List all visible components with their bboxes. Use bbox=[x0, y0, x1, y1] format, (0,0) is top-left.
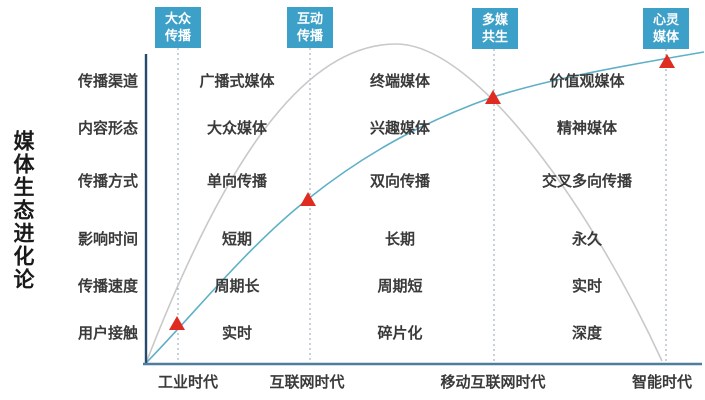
cell-channel-era3: 价值观媒体 bbox=[549, 73, 625, 90]
cell-duration-era2: 长期 bbox=[384, 231, 415, 248]
cell-contact-era2: 碎片化 bbox=[377, 325, 423, 342]
cell-contact-era3: 深度 bbox=[571, 325, 602, 342]
cell-mode-era3: 交叉多向传播 bbox=[541, 173, 632, 190]
stage-box-line: 大众 bbox=[164, 10, 191, 26]
stage-box-line: 心灵 bbox=[652, 11, 679, 27]
evolution-curve bbox=[145, 51, 705, 364]
row-label-channel: 传播渠道 bbox=[77, 73, 138, 90]
cell-duration-era1: 短期 bbox=[221, 231, 252, 248]
stage-box-line: 共生 bbox=[481, 28, 508, 44]
cell-speed-era3: 实时 bbox=[571, 278, 602, 295]
row-label-speed: 传播速度 bbox=[77, 278, 138, 295]
cell-channel-era2: 终端媒体 bbox=[369, 73, 430, 90]
page-title: 媒体生态进化论 bbox=[11, 130, 34, 291]
row-label-communication-mode: 传播方式 bbox=[77, 173, 138, 190]
lifecycle-curve bbox=[145, 43, 663, 364]
cell-content-era3: 精神媒体 bbox=[556, 120, 617, 137]
cell-contact-era1: 实时 bbox=[221, 325, 252, 342]
stage-box-mind-media: 心灵 媒体 bbox=[643, 8, 689, 49]
stage-box-multimedia-symbiosis: 多媒 共生 bbox=[472, 8, 518, 49]
cell-speed-era2: 周期短 bbox=[377, 278, 423, 295]
stage-marker-triangle bbox=[169, 316, 185, 330]
cell-mode-era2: 双向传播 bbox=[369, 173, 430, 190]
row-label-user-contact: 用户接触 bbox=[77, 325, 138, 342]
row-label-impact-duration: 影响时间 bbox=[77, 231, 138, 248]
era-label-mobile-internet: 移动互联网时代 bbox=[440, 374, 546, 391]
era-label-industrial: 工业时代 bbox=[157, 374, 218, 391]
cell-channel-era1: 广播式媒体 bbox=[199, 73, 275, 90]
era-label-internet: 互联网时代 bbox=[269, 374, 345, 391]
cell-speed-era1: 周期长 bbox=[214, 278, 260, 295]
stage-box-interactive-communication: 互动 传播 bbox=[287, 7, 333, 48]
era-label-intelligent: 智能时代 bbox=[631, 374, 692, 391]
stage-marker-triangle bbox=[300, 192, 316, 206]
cell-duration-era3: 永久 bbox=[571, 231, 602, 248]
stage-box-line: 传播 bbox=[296, 27, 323, 43]
stage-box-line: 多媒 bbox=[481, 11, 508, 27]
stage-box-line: 互动 bbox=[296, 10, 323, 26]
stage-box-mass-communication: 大众 传播 bbox=[155, 7, 201, 48]
cell-mode-era1: 单向传播 bbox=[206, 173, 267, 190]
stage-box-line: 媒体 bbox=[652, 28, 679, 44]
stage-marker-triangle bbox=[659, 54, 675, 68]
row-label-content-form: 内容形态 bbox=[77, 120, 138, 137]
cell-content-era1: 大众媒体 bbox=[206, 120, 267, 137]
cell-content-era2: 兴趣媒体 bbox=[369, 120, 430, 137]
stage-box-line: 传播 bbox=[164, 27, 191, 43]
stage-marker-triangle bbox=[485, 90, 501, 104]
